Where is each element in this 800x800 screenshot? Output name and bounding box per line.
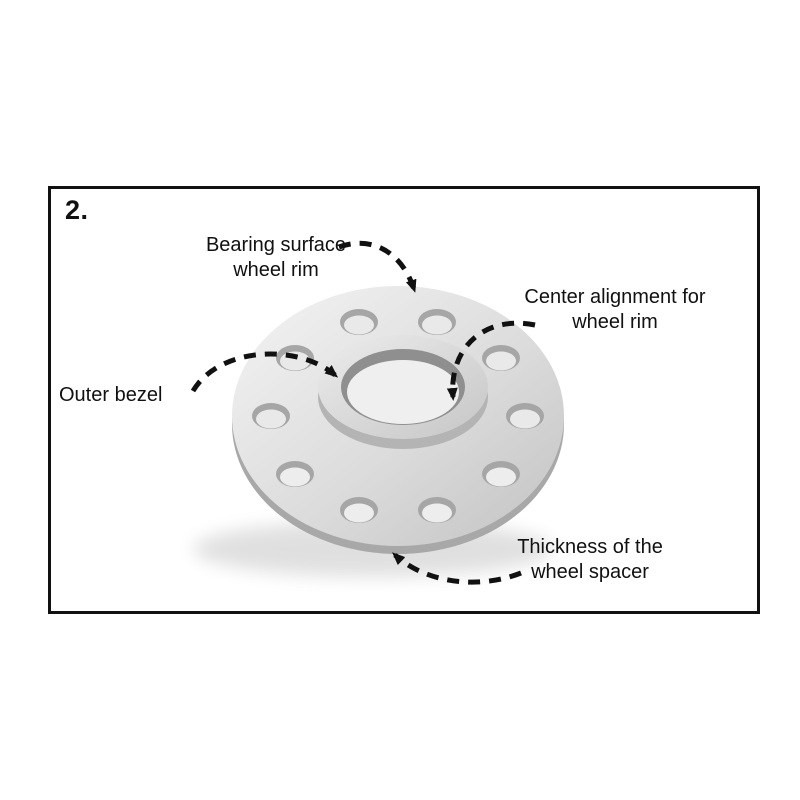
bolt-hole — [482, 345, 520, 371]
bolt-hole — [340, 309, 378, 335]
arrow-center-alignment — [446, 320, 536, 401]
label-bearing-surface: Bearing surface wheel rim — [205, 234, 347, 281]
bolt-hole — [418, 309, 456, 335]
diagram-frame: 2. Bearing surface wheel rim Center alig… — [48, 186, 760, 614]
annotation-arrows — [190, 240, 536, 585]
wheel-spacer-illustration — [190, 240, 564, 585]
bolt-hole — [340, 497, 378, 523]
bolt-hole — [482, 461, 520, 487]
arrow-bearing-surface — [338, 240, 417, 293]
arrow-thickness — [392, 552, 522, 585]
label-thickness: Thickness of the wheel spacer — [517, 536, 663, 583]
bolt-hole — [276, 461, 314, 487]
step-number: 2. — [65, 195, 89, 225]
bolt-hole — [252, 403, 290, 429]
bolt-hole — [418, 497, 456, 523]
center-hub — [318, 335, 488, 449]
bolt-hole — [506, 403, 544, 429]
label-center-alignment: Center alignment for wheel rim — [524, 286, 706, 333]
bolt-holes — [252, 309, 544, 523]
label-outer-bezel: Outer bezel — [59, 384, 163, 406]
